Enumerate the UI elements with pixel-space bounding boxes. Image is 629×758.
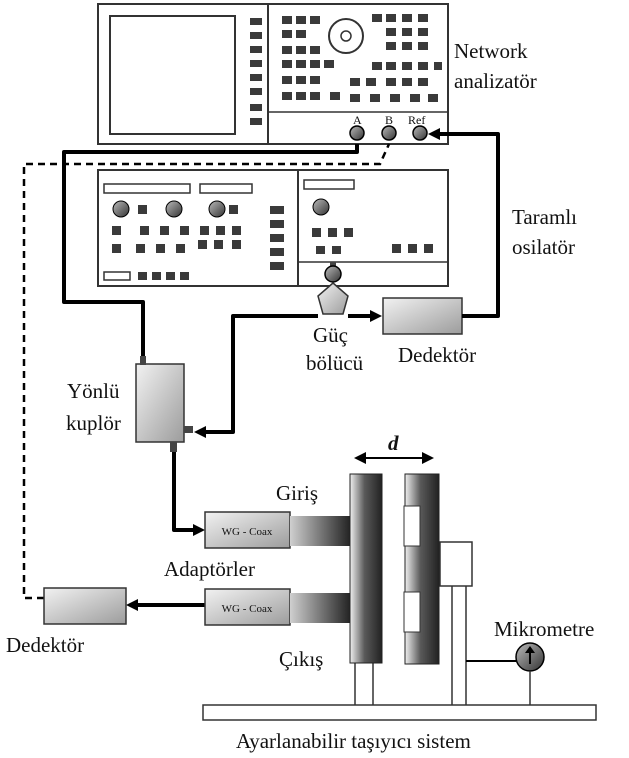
directional-coupler-label-line1: Yönlü xyxy=(67,379,120,403)
network-analyzer: A B Ref xyxy=(97,3,449,145)
carrier-base xyxy=(202,704,597,721)
analyzer-screen xyxy=(109,15,236,135)
detector-bottom-label: Dedektör xyxy=(6,633,84,657)
port-b: B xyxy=(381,113,397,141)
output-label: Çıkış xyxy=(279,647,323,671)
network-analyzer-label-line1: Network xyxy=(454,39,528,63)
sweep-oscillator-label-line2: osilatör xyxy=(512,235,575,259)
sweep-oscillator xyxy=(97,169,449,287)
adapter-top: WG - Coax xyxy=(204,511,291,549)
port-a-label: A xyxy=(353,113,362,127)
power-splitter-label-line1: Güç xyxy=(313,323,348,347)
input-label: Giriş xyxy=(276,481,318,505)
port-ref: Ref xyxy=(408,113,428,141)
distance-indicator: d xyxy=(354,431,434,464)
detector-bottom xyxy=(43,587,127,625)
micrometer-label: Mikrometre xyxy=(494,617,594,641)
port-a: A xyxy=(349,113,365,141)
waveguide-output xyxy=(290,593,352,623)
cables xyxy=(22,128,500,611)
port-ref-label: Ref xyxy=(408,113,425,127)
detector-top xyxy=(382,297,463,335)
directional-coupler-label-line2: kuplör xyxy=(66,411,121,435)
distance-label: d xyxy=(388,431,399,455)
directional-coupler xyxy=(135,356,193,452)
analyzer-dial xyxy=(328,18,364,54)
port-b-label: B xyxy=(385,113,393,127)
sweep-oscillator-label-line1: Taramlı xyxy=(512,205,577,229)
carrier-label: Ayarlanabilir taşıyıcı sistem xyxy=(236,729,471,753)
adapter-top-label: WG - Coax xyxy=(222,526,273,538)
micrometer xyxy=(515,642,545,706)
adapter-bottom-label: WG - Coax xyxy=(222,603,273,615)
adapters-label: Adaptörler xyxy=(164,557,255,581)
network-analyzer-label-line2: analizatör xyxy=(454,69,537,93)
sample-holder xyxy=(349,473,516,707)
adapter-bottom: WG - Coax xyxy=(204,588,291,626)
waveguide-input xyxy=(290,516,352,546)
power-splitter xyxy=(317,282,349,315)
detector-top-label: Dedektör xyxy=(398,343,476,367)
power-splitter-label-line2: bölücü xyxy=(306,351,364,375)
